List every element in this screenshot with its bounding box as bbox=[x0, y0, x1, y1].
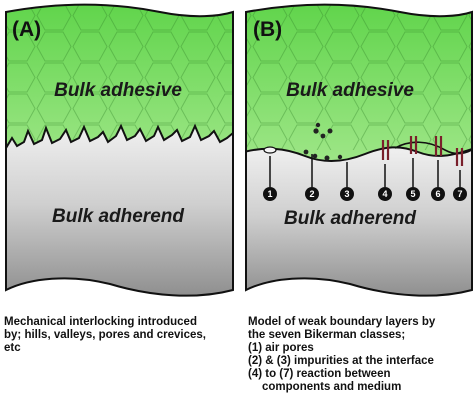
panel-b-outline bbox=[245, 3, 473, 297]
marker-7: 7 bbox=[453, 170, 467, 201]
panel-b-caption-line: components and medium bbox=[262, 381, 402, 393]
marker-circle bbox=[378, 187, 392, 201]
panel-a-adhesive-label: Bulk adhesive bbox=[54, 80, 182, 101]
marker-circle bbox=[305, 187, 319, 201]
marker-circle bbox=[431, 187, 445, 201]
panel-b-boundary-layer bbox=[394, 141, 472, 155]
air-pore bbox=[263, 146, 277, 154]
marker-circle bbox=[340, 187, 354, 201]
panel-b-adhesive-label: Bulk adhesive bbox=[286, 80, 414, 101]
marker-5: 5 bbox=[406, 158, 420, 201]
panel-b-caption-line: Model of weak boundary layers by bbox=[248, 316, 436, 328]
panel-b-adherend-label: Bulk adherend bbox=[284, 208, 416, 229]
marker-2: 2 bbox=[305, 154, 319, 201]
marker-circle bbox=[406, 187, 420, 201]
panel-b-adherend-region bbox=[246, 146, 472, 296]
panel-b-caption-line: the seven Bikerman classes; bbox=[248, 329, 406, 341]
panel-a-caption-line: etc bbox=[4, 342, 21, 354]
panel-b-caption: Model of weak boundary layers by the sev… bbox=[248, 316, 472, 394]
marker-circle bbox=[263, 187, 277, 201]
marker-1: 1 bbox=[263, 156, 277, 201]
bikerman-markers: 1 2 3 4 5 6 7 bbox=[263, 154, 467, 201]
panel-a-letter: (A) bbox=[12, 18, 41, 41]
impurity-particles bbox=[303, 122, 343, 161]
marker-number: 7 bbox=[457, 189, 462, 199]
marker-number: 3 bbox=[344, 189, 349, 199]
panel-a-caption-line: Mechanical interlocking introduced bbox=[4, 316, 197, 328]
panel-a-outline bbox=[5, 3, 234, 297]
marker-4: 4 bbox=[378, 164, 392, 201]
marker-3: 3 bbox=[340, 162, 354, 201]
marker-number: 6 bbox=[435, 189, 440, 199]
panel-b-caption-line: (1) air pores bbox=[248, 342, 314, 354]
reaction-marks bbox=[381, 136, 464, 166]
marker-number: 1 bbox=[267, 189, 272, 199]
panel-a: (A) Bulk adhesive Bulk adherend bbox=[5, 3, 234, 297]
panel-a-adherend-region bbox=[6, 123, 233, 296]
panel-a-adherend-label: Bulk adherend bbox=[52, 206, 184, 227]
marker-6: 6 bbox=[431, 160, 445, 201]
marker-number: 4 bbox=[382, 189, 387, 199]
marker-number: 2 bbox=[309, 189, 314, 199]
marker-number: 5 bbox=[410, 189, 415, 199]
panel-b-caption-line: (2) & (3) impurities at the interface bbox=[248, 355, 434, 367]
panel-a-caption: Mechanical interlocking introduced by; h… bbox=[4, 316, 234, 355]
marker-circle bbox=[453, 187, 467, 201]
panel-a-caption-line: by; hills, valleys, pores and crevices, bbox=[4, 329, 206, 341]
panel-b-letter: (B) bbox=[253, 18, 282, 41]
panel-b-caption-line: (4) to (7) reaction between bbox=[248, 368, 391, 380]
panel-b: 1 2 3 4 5 6 7 (B) Bulk adhesive Bulk adherend bbox=[245, 3, 473, 297]
